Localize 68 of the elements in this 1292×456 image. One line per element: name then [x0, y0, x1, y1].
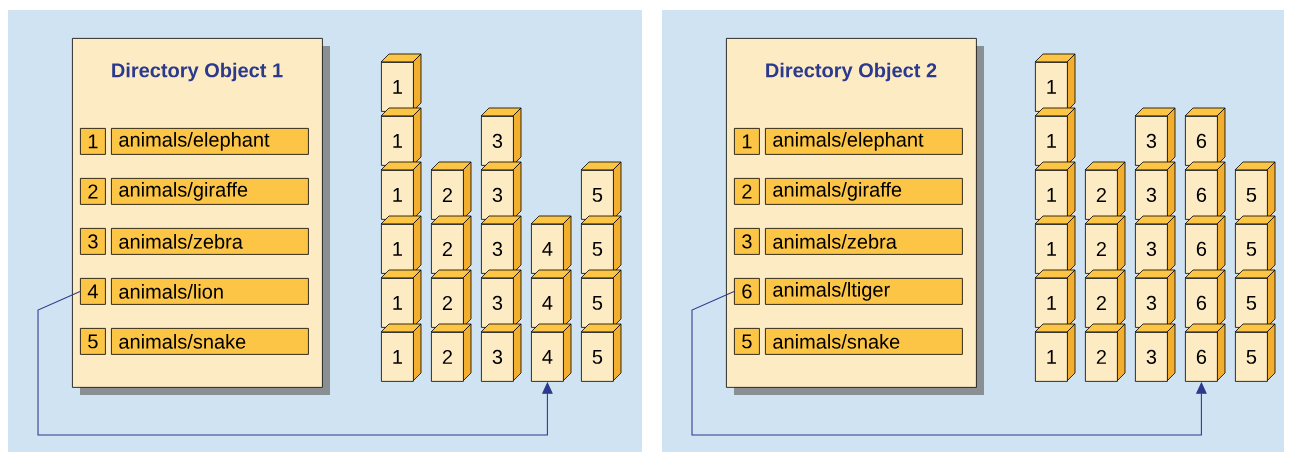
cube: 6 [1184, 323, 1226, 382]
cube: 5 [1234, 323, 1276, 382]
cube: 5 [580, 323, 622, 382]
cube: 3 [480, 215, 522, 274]
path-box: animals/lion [111, 278, 309, 305]
arrow [37, 290, 553, 436]
path-box: animals/giraffe [111, 178, 309, 205]
cube: 1 [380, 107, 422, 166]
cube: 3 [1134, 107, 1176, 166]
cube: 2 [1084, 161, 1126, 220]
cube: 5 [1234, 269, 1276, 328]
path-box: animals/ltiger [765, 278, 963, 305]
cube: 3 [480, 323, 522, 382]
cube: 3 [1134, 269, 1176, 328]
cube: 1 [1034, 107, 1076, 166]
cube: 3 [480, 161, 522, 220]
cube: 2 [1084, 215, 1126, 274]
cube: 1 [1034, 161, 1076, 220]
cube: 5 [580, 269, 622, 328]
path-box: animals/elephant [111, 128, 309, 155]
cube: 1 [1034, 53, 1076, 112]
cube: 2 [430, 269, 472, 328]
index-box: 5 [734, 328, 760, 355]
cube: 2 [430, 161, 472, 220]
cube: 5 [1234, 215, 1276, 274]
cube: 6 [1184, 269, 1226, 328]
cube: 3 [1134, 323, 1176, 382]
index-box: 5 [80, 328, 106, 355]
cube: 3 [480, 269, 522, 328]
cube: 1 [380, 53, 422, 112]
arrow [691, 290, 1207, 436]
cube: 4 [530, 215, 572, 274]
cube: 1 [380, 215, 422, 274]
path-box: animals/giraffe [765, 178, 963, 205]
cube: 2 [430, 323, 472, 382]
path-box: animals/elephant [765, 128, 963, 155]
cube: 1 [1034, 269, 1076, 328]
path-box: animals/snake [111, 328, 309, 355]
index-box: 3 [734, 228, 760, 255]
cube: 6 [1184, 215, 1226, 274]
cube: 4 [530, 269, 572, 328]
cube: 2 [1084, 323, 1126, 382]
index-box: 4 [80, 278, 106, 305]
cube: 6 [1184, 161, 1226, 220]
cube: 3 [480, 107, 522, 166]
index-box: 2 [734, 178, 760, 205]
path-box: animals/zebra [111, 228, 309, 255]
cube: 1 [380, 161, 422, 220]
index-box: 1 [734, 128, 760, 155]
cube: 2 [1084, 269, 1126, 328]
path-box: animals/snake [765, 328, 963, 355]
cube: 5 [580, 215, 622, 274]
cube: 1 [380, 323, 422, 382]
cube: 4 [530, 323, 572, 382]
index-box: 1 [80, 128, 106, 155]
cube: 5 [1234, 161, 1276, 220]
cube: 1 [1034, 215, 1076, 274]
cube: 1 [380, 269, 422, 328]
index-box: 3 [80, 228, 106, 255]
cube: 5 [580, 161, 622, 220]
cube: 1 [1034, 323, 1076, 382]
index-box: 2 [80, 178, 106, 205]
cube: 3 [1134, 215, 1176, 274]
cube: 2 [430, 215, 472, 274]
cube: 6 [1184, 107, 1226, 166]
path-box: animals/zebra [765, 228, 963, 255]
cube: 3 [1134, 161, 1176, 220]
index-box: 6 [734, 278, 760, 305]
